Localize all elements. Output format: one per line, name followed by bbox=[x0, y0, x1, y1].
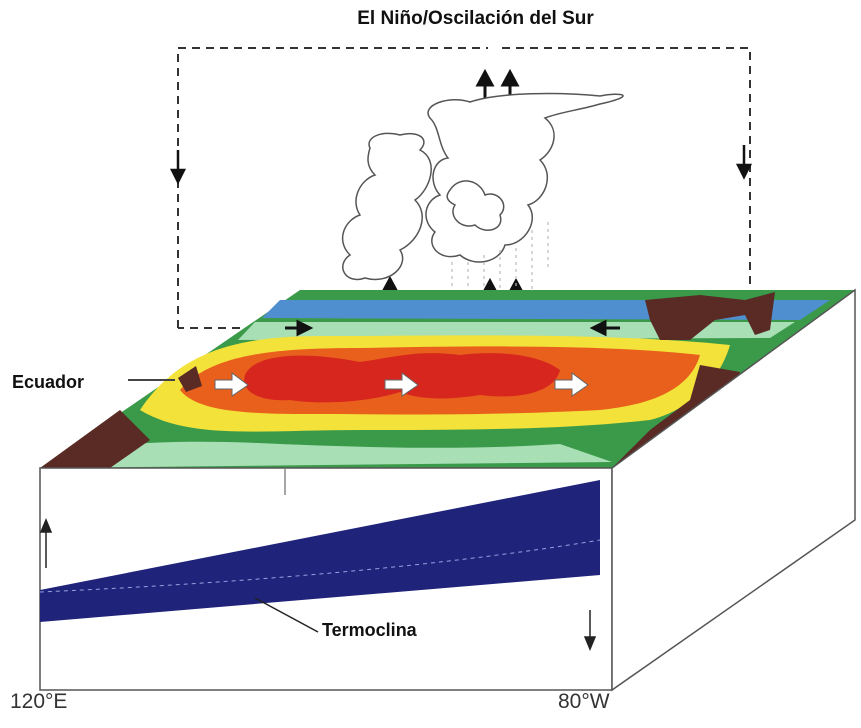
convective-clouds bbox=[341, 92, 624, 281]
trade-wind-arrows bbox=[285, 319, 620, 337]
downdraft-arrows bbox=[169, 145, 753, 185]
west-longitude-label: 120°E bbox=[10, 690, 68, 713]
land-masses bbox=[40, 292, 775, 468]
equator-label: Ecuador bbox=[12, 372, 85, 392]
thermocline-layer bbox=[39, 480, 601, 622]
thermocline-label: Termoclina bbox=[322, 620, 417, 640]
east-longitude-label: 80°W bbox=[558, 690, 610, 713]
surface-wind-arrows bbox=[214, 372, 589, 397]
thermocline-pointer bbox=[254, 597, 319, 633]
vertical-motion-arrows bbox=[39, 518, 597, 651]
diagram-title: El Niño/Oscilación del Sur bbox=[357, 8, 594, 29]
